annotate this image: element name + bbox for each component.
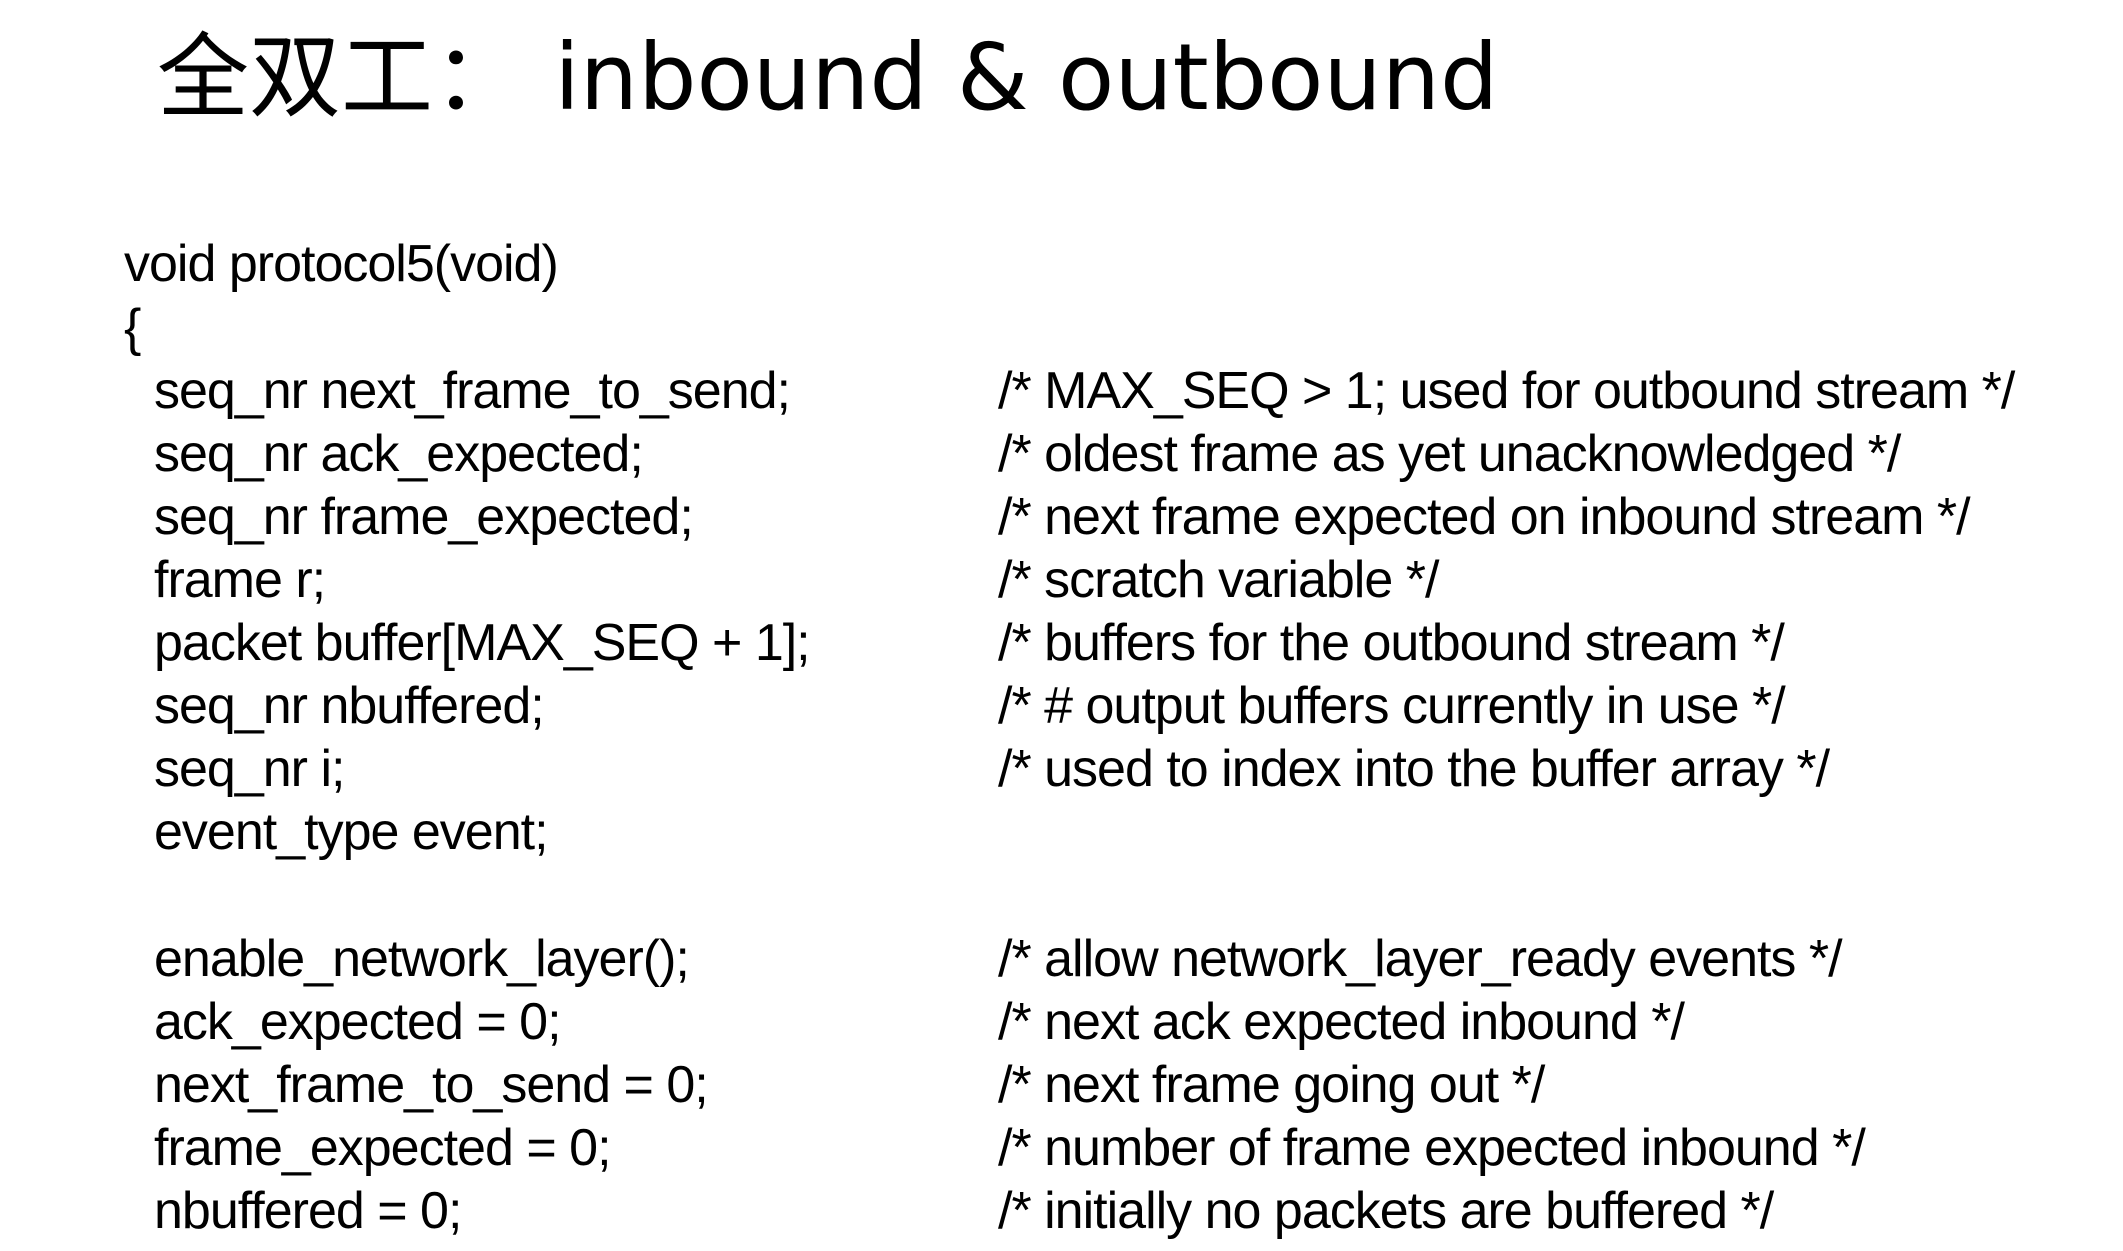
code-statement: packet buffer[MAX_SEQ + 1]; <box>154 614 811 672</box>
code-comment: /* next frame expected on inbound stream… <box>998 488 1971 546</box>
function-signature: void protocol5(void) <box>124 235 559 293</box>
code-statement: seq_nr i; <box>154 740 345 798</box>
code-comment: /* initially no packets are buffered */ <box>998 1182 1774 1240</box>
code-statement: frame_expected = 0; <box>154 1119 612 1177</box>
code-comment: /* oldest frame as yet unacknowledged */ <box>998 425 1901 483</box>
code-comment: /* next ack expected inbound */ <box>998 993 1685 1051</box>
code-comment: /* scratch variable */ <box>998 551 1439 609</box>
code-comment: /* MAX_SEQ > 1; used for outbound stream… <box>998 362 2015 420</box>
open-brace: { <box>124 299 142 357</box>
code-statement: next_frame_to_send = 0; <box>154 1056 709 1114</box>
code-comment: /* allow network_layer_ready events */ <box>998 930 1843 988</box>
code-statement: seq_nr frame_expected; <box>154 488 694 546</box>
code-statement: nbuffered = 0; <box>154 1182 462 1240</box>
code-statement: seq_nr nbuffered; <box>154 677 545 735</box>
code-statement: enable_network_layer(); <box>154 930 690 988</box>
code-statement: ack_expected = 0; <box>154 993 562 1051</box>
code-comment: /* buffers for the outbound stream */ <box>998 614 1785 672</box>
code-statement: frame r; <box>154 551 326 609</box>
slide-title: 全双工： inbound & outbound <box>157 24 1499 131</box>
code-statement: seq_nr ack_expected; <box>154 425 644 483</box>
code-statement: seq_nr next_frame_to_send; <box>154 362 791 420</box>
code-comment: /* used to index into the buffer array *… <box>998 740 1830 798</box>
code-comment: /* # output buffers currently in use */ <box>998 677 1786 735</box>
code-comment: /* next frame going out */ <box>998 1056 1545 1114</box>
code-comment: /* number of frame expected inbound */ <box>998 1119 1866 1177</box>
code-statement: event_type event; <box>154 803 549 861</box>
